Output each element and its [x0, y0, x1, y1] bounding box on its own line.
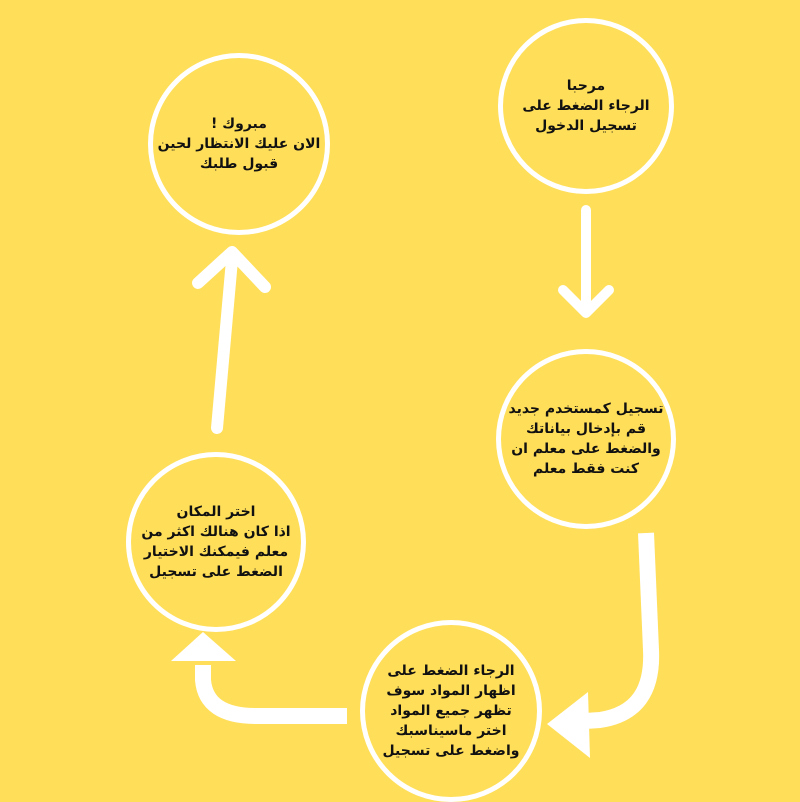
arrow-step4-to-step5: [192, 246, 271, 434]
step-5-circle: مبروك ! الان عليك الانتظار لحين قبول طلب…: [148, 53, 330, 235]
step-3-text: الرجاء الضغط على اظهار المواد سوف تظهر ج…: [382, 663, 520, 759]
arrow-step1-to-step2: [558, 205, 614, 318]
arrow-step2-to-step3: [547, 532, 660, 758]
step-2-text: تسجيل كمستخدم جديد قم بإدخال بياناتك وال…: [508, 401, 664, 477]
step-3-circle: الرجاء الضغط على اظهار المواد سوف تظهر ج…: [360, 620, 542, 802]
arrow-step3-to-step4: [171, 632, 347, 724]
step-5-text: مبروك ! الان عليك الانتظار لحين قبول طلب…: [157, 116, 321, 172]
step-1-circle: مرحبا الرجاء الضغط على تسجيل الدخول: [498, 18, 674, 194]
step-2-circle: تسجيل كمستخدم جديد قم بإدخال بياناتك وال…: [496, 349, 676, 529]
step-4-circle: اختر المكان اذا كان هنالك اكثر من معلم ف…: [126, 452, 306, 632]
step-4-text: اختر المكان اذا كان هنالك اكثر من معلم ف…: [141, 504, 291, 580]
step-1-text: مرحبا الرجاء الضغط على تسجيل الدخول: [522, 78, 650, 134]
